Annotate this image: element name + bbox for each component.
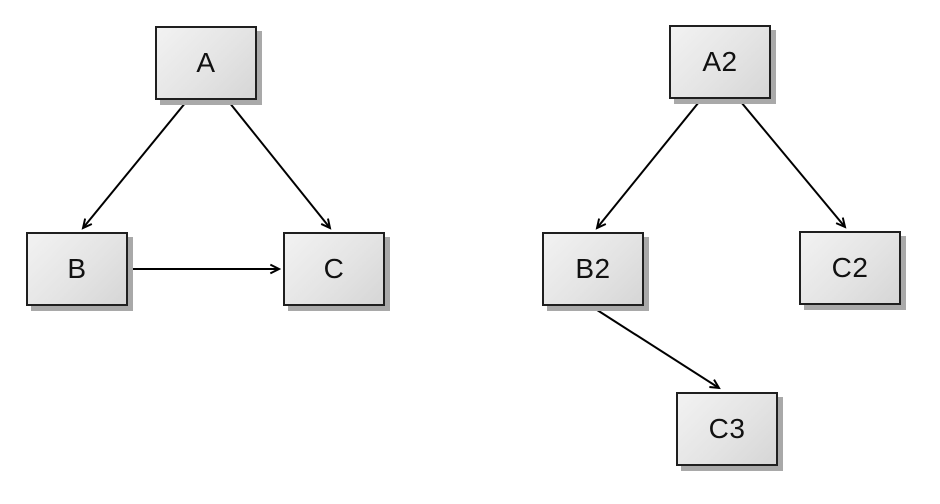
edge-b2-c3: [593, 307, 719, 388]
edge-a2-b2: [597, 101, 700, 228]
node-c2-label: C2: [831, 252, 869, 283]
node-a2[interactable]: A2: [669, 25, 771, 99]
node-b[interactable]: B: [26, 232, 128, 306]
edge-a2-c2: [740, 101, 845, 227]
edge-a-c: [228, 101, 330, 228]
node-c2[interactable]: C2: [799, 231, 901, 305]
node-c3[interactable]: C3: [676, 392, 778, 466]
node-b2[interactable]: B2: [542, 232, 644, 306]
node-a-label: A: [196, 47, 216, 78]
node-c[interactable]: C: [283, 232, 385, 306]
node-a2-label: A2: [702, 46, 738, 77]
edge-a-b: [83, 101, 187, 228]
node-b-label: B: [67, 253, 87, 284]
node-c-label: C: [323, 253, 345, 284]
node-c3-label: C3: [708, 413, 746, 444]
node-a[interactable]: A: [155, 26, 257, 100]
node-b2-label: B2: [575, 253, 611, 284]
